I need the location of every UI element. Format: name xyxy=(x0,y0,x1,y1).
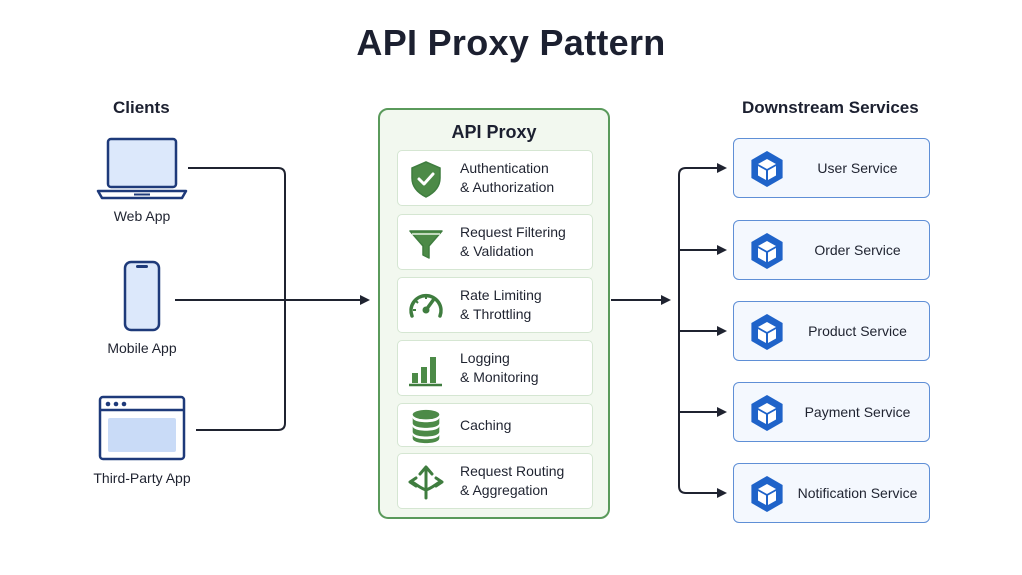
cube-icon xyxy=(751,151,783,187)
service-notification-label: Notification Service xyxy=(797,485,918,501)
cube-icon xyxy=(751,233,783,269)
feature-rate-limiting-line1: Rate Limiting xyxy=(460,287,542,303)
service-user: User Service xyxy=(733,138,930,198)
funnel-icon xyxy=(409,230,443,259)
api-proxy-container: API Proxy Authentication & Authorization… xyxy=(378,108,610,519)
feature-logging: Logging & Monitoring xyxy=(397,340,593,396)
gauge-icon xyxy=(409,293,443,318)
browser-window-icon xyxy=(98,395,186,461)
client-label-mobile-app: Mobile App xyxy=(107,340,177,356)
feature-authentication-line2: & Authorization xyxy=(460,179,555,195)
cube-icon xyxy=(751,314,783,350)
service-product-label: Product Service xyxy=(808,323,907,339)
service-order: Order Service xyxy=(733,220,930,280)
client-label-web-app: Web App xyxy=(113,208,171,224)
cube-icon xyxy=(751,395,783,431)
cube-icon xyxy=(751,476,783,512)
service-order-label: Order Service xyxy=(814,242,901,258)
services-heading: Downstream Services xyxy=(742,98,919,117)
feature-rate-limiting-line2: & Throttling xyxy=(460,306,532,322)
feature-caching-line1: Caching xyxy=(460,416,512,433)
service-product: Product Service xyxy=(733,301,930,361)
feature-request-filtering-line1: Request Filtering xyxy=(460,224,566,240)
feature-request-filtering-line2: & Validation xyxy=(460,243,534,259)
shield-check-icon xyxy=(411,161,441,198)
feature-request-routing: Request Routing & Aggregation xyxy=(397,453,593,509)
api-proxy-title: API Proxy xyxy=(451,122,537,142)
feature-authentication: Authentication & Authorization xyxy=(397,150,593,206)
service-payment: Payment Service xyxy=(733,382,930,442)
service-payment-label: Payment Service xyxy=(804,404,911,420)
service-notification: Notification Service xyxy=(733,463,930,523)
routing-arrows-icon xyxy=(408,465,444,500)
feature-caching: Caching xyxy=(397,403,593,447)
laptop-icon xyxy=(96,137,188,200)
feature-logging-line1: Logging xyxy=(460,350,510,366)
page-title: API Proxy Pattern xyxy=(356,22,666,63)
mobile-phone-icon xyxy=(123,260,161,332)
feature-logging-line2: & Monitoring xyxy=(460,369,539,385)
database-icon xyxy=(412,409,440,444)
feature-request-filtering: Request Filtering & Validation xyxy=(397,214,593,270)
service-user-label: User Service xyxy=(817,160,898,176)
feature-request-routing-line1: Request Routing xyxy=(460,463,565,479)
feature-authentication-line1: Authentication xyxy=(460,160,549,176)
client-label-third-party-app: Third-Party App xyxy=(93,470,191,486)
bar-chart-icon xyxy=(409,357,442,387)
clients-heading: Clients xyxy=(113,98,170,117)
connector-third-party-app xyxy=(196,300,286,431)
feature-rate-limiting: Rate Limiting & Throttling xyxy=(397,277,593,333)
connector-web-app xyxy=(188,167,286,300)
feature-request-routing-line2: & Aggregation xyxy=(460,482,548,498)
